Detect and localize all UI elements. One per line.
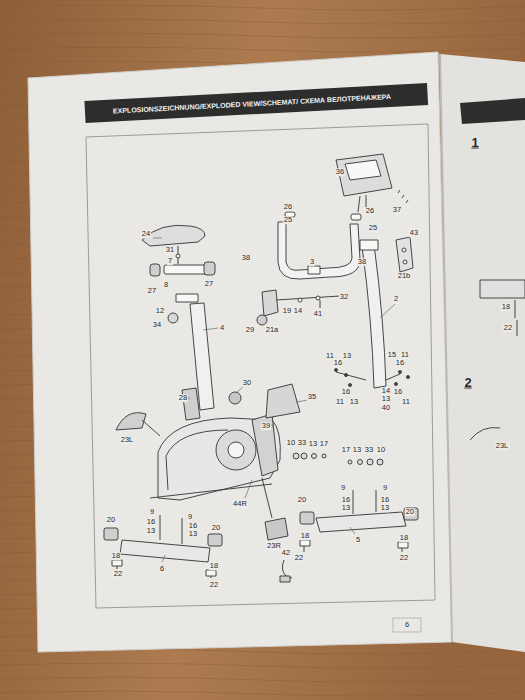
page-number: 6 [404,621,410,629]
callout-number: 22 [113,570,123,578]
callout-number: 38 [241,254,251,262]
callout-number: 25 [283,216,293,224]
callout-number: 9 [187,513,193,521]
callout-number: 18 [300,532,310,540]
callout-number: 9 [149,508,155,516]
callout-number: 13 [146,527,156,535]
callout-number: 10 [376,446,386,454]
callout-number: 16 [395,359,405,367]
callout-number: 13 [188,530,198,538]
callout-number: 6 [159,565,165,573]
callout-number: 13 [352,446,362,454]
callout-number: 13 [341,504,351,512]
callout-number: 33 [364,446,374,454]
callout-number: 22 [503,324,513,332]
callout-number: 16 [146,518,156,526]
callout-number: 31 [165,246,175,254]
callout-number: 33 [297,439,307,447]
step-number: 2 [463,376,472,389]
callout-number: 13 [381,395,391,403]
callout-number: 3 [309,258,315,266]
callout-number: 20 [297,496,307,504]
callout-number: 29 [245,326,255,334]
callout-number: 32 [339,293,349,301]
callout-number: 23R [266,542,282,550]
callout-number: 20 [106,516,116,524]
callout-number: 41 [313,310,323,318]
callout-number: 38 [357,258,367,266]
callout-number: 20 [405,508,415,516]
callout-number: 11 [335,398,345,406]
callout-number: 2 [393,295,399,303]
step-number: 1 [470,136,479,149]
callout-number: 27 [204,280,214,288]
callout-number: 8 [163,281,169,289]
callout-number: 18 [111,552,121,560]
callout-number: 22 [399,554,409,562]
callout-number: 16 [341,388,351,396]
callout-number: 23L [120,436,135,444]
callout-number: 7 [167,257,173,265]
callout-number: 30 [242,379,252,387]
callout-number: 44R [232,500,248,508]
callout-number: 23L [495,442,510,450]
callout-number: 40 [381,404,391,412]
callout-number: 43 [409,229,419,237]
callout-number: 5 [355,536,361,544]
callout-number: 22 [209,581,219,589]
callout-number: 18 [399,534,409,542]
callout-number: 37 [392,206,402,214]
callout-number: 14 [381,387,391,395]
callout-number: 20 [211,524,221,532]
callout-number: 16 [188,522,198,530]
callout-number: 16 [333,359,343,367]
callout-number: 9 [340,484,346,492]
page-title: EXPLOSIONSZEICHNUNG/EXPLODED VIEW/SCHEMA… [85,92,391,115]
callout-number: 13 [380,504,390,512]
callout-number: 13 [349,398,359,406]
callout-number: 26 [365,207,375,215]
callout-number: 19 [282,307,292,315]
callout-number: 35 [307,393,317,401]
callout-number: 34 [152,321,162,329]
callout-number: 36 [335,168,345,176]
callout-number: 28 [178,394,188,402]
callout-number: 14 [293,307,303,315]
callout-number: 21a [265,326,280,334]
callout-number: 13 [342,352,352,360]
callout-number: 11 [401,398,411,406]
callout-number: 17 [319,440,329,448]
callout-number: 11 [400,351,410,359]
callout-number: 15 [387,351,397,359]
callout-number: 16 [341,496,351,504]
callout-number: 22 [294,554,304,562]
callout-number: 42 [281,549,291,557]
callout-number: 16 [380,496,390,504]
callout-number: 18 [209,562,219,570]
callout-number: 17 [341,446,351,454]
callout-number: 4 [219,324,225,332]
callout-number: 26 [283,203,293,211]
callout-number: 24 [141,230,151,238]
title-band: EXPLOSIONSZEICHNUNG/EXPLODED VIEW/SCHEMA… [84,83,428,123]
callout-number: 13 [308,440,318,448]
callout-number: 10 [286,439,296,447]
callout-number: 25 [368,224,378,232]
callout-number: 9 [382,484,388,492]
callout-number: 27 [147,287,157,295]
callout-number: 21b [397,272,412,280]
callout-number: 39 [261,422,271,430]
callout-number: 12 [155,307,165,315]
callout-number: 18 [501,303,511,311]
callout-number: 16 [393,388,403,396]
